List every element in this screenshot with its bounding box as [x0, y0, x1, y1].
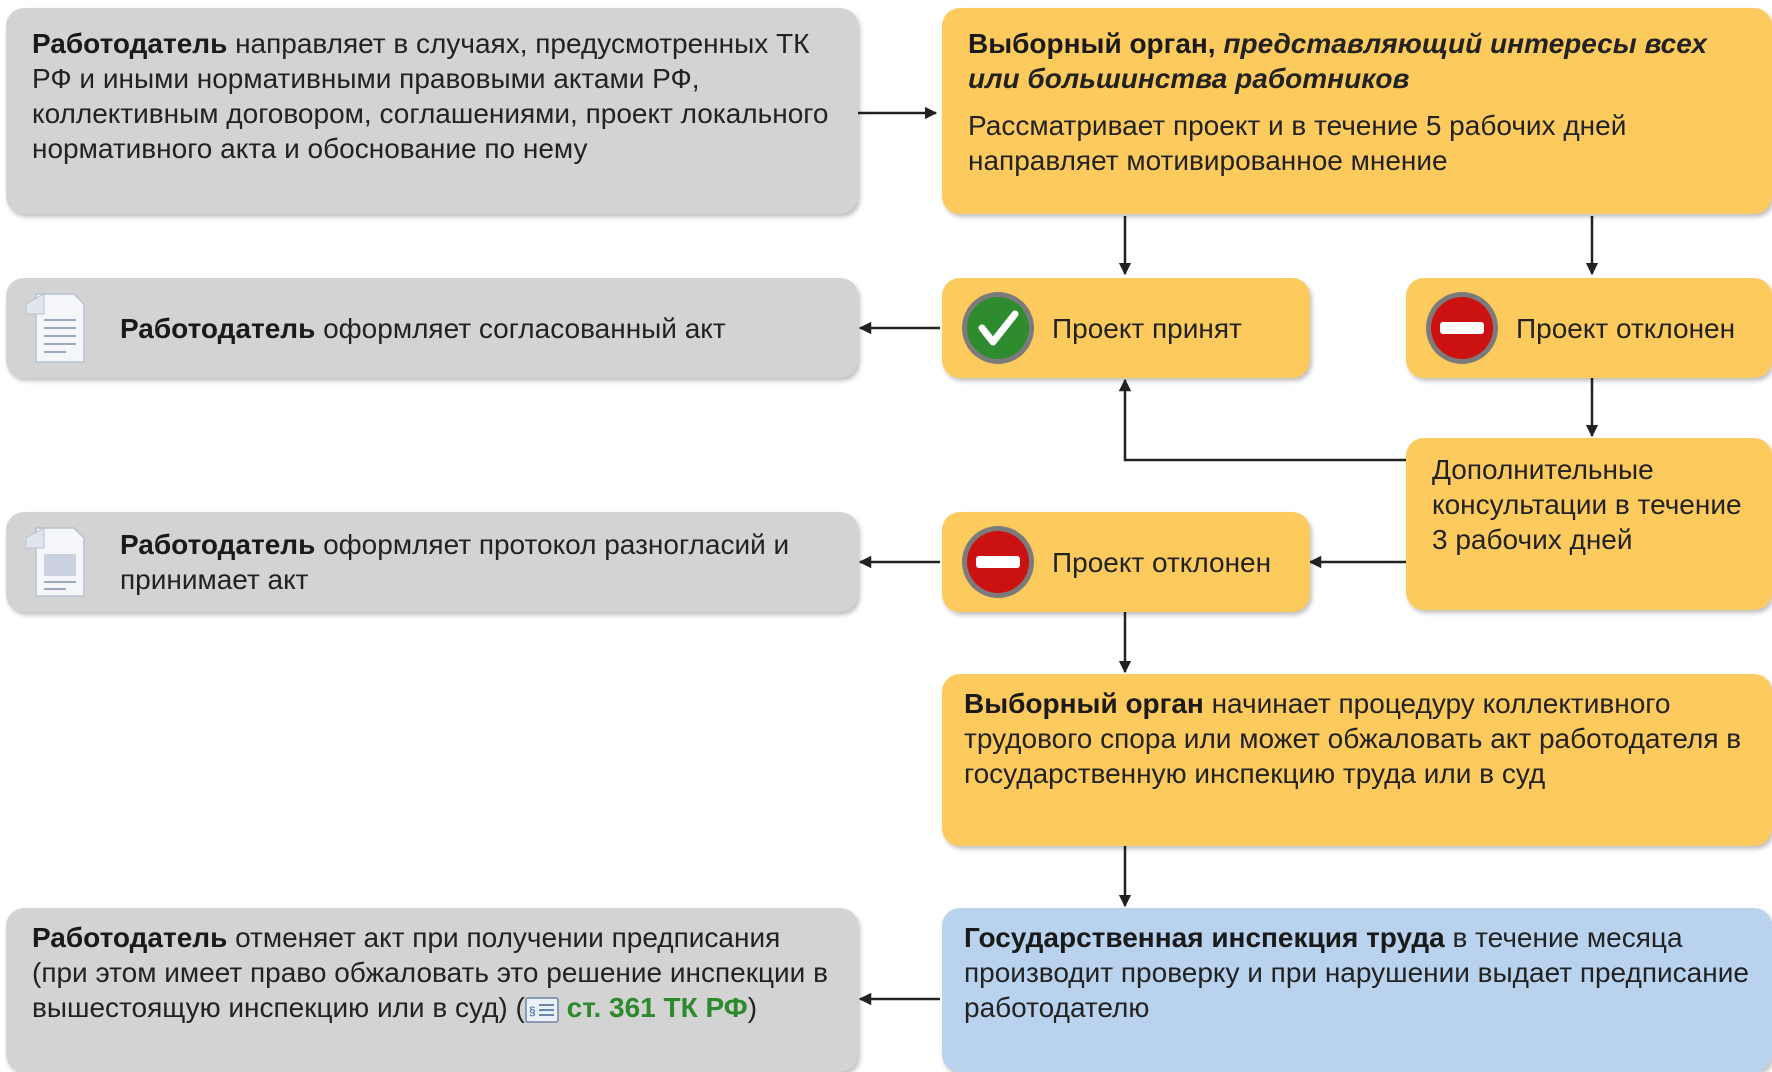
employer-approved-text: оформляет согласованный акт	[315, 312, 726, 344]
employer-sends-text: направляет в случаях, предусмотренных ТК…	[32, 28, 829, 164]
project-rejected-top-box: Проект отклонен	[1406, 278, 1772, 378]
employer-cancels-tail: )	[747, 992, 758, 1023]
additional-consult-box: Дополнительные консультации в течение 3 …	[1406, 438, 1772, 610]
project-rejected-top-label: Проект отклонен	[1516, 312, 1736, 344]
inspection-bold: Государственная инспекция труда	[964, 922, 1445, 953]
employer-protocol-box: Работодатель оформляет протокол разногла…	[6, 512, 858, 612]
inspection-text: в течение месяца производит проверку и п…	[964, 922, 1749, 1023]
article-361-link[interactable]: ст. 361 ТК РФ	[566, 992, 748, 1023]
elected-body-title: Выборный орган, представляющий интересы …	[968, 26, 1762, 96]
employer-cancels-text: отменяет акт при получении предписания (…	[32, 922, 828, 1023]
employer-approved-bold: Работодатель	[120, 312, 316, 344]
inspection-box: Государственная инспекция труда в течени…	[942, 908, 1772, 1072]
elected-body-bold: Выборный орган,	[968, 28, 1216, 59]
elected-body-italic: представляющий интересы всех или большин…	[968, 28, 1708, 94]
employer-cancels-bold: Работодатель	[32, 922, 228, 953]
project-accepted-box: Проект принят	[942, 278, 1310, 378]
reject-icon	[1426, 292, 1498, 364]
employer-protocol-text: оформляет протокол разногласий и принима…	[120, 529, 790, 595]
elected-dispute-box: Выборный орган начинает процедуру коллек…	[942, 674, 1772, 846]
employer-sends-bold: Работодатель	[32, 28, 228, 59]
employer-cancels-box: Работодатель отменяет акт при получении …	[6, 908, 858, 1072]
project-rejected-mid-box: Проект отклонен	[942, 512, 1310, 612]
project-accepted-label: Проект принят	[1052, 312, 1242, 344]
elected-dispute-bold: Выборный орган	[964, 688, 1204, 719]
svg-text:§: §	[529, 1004, 536, 1018]
additional-consult-text: Дополнительные консультации в течение 3 …	[1432, 454, 1742, 555]
employer-protocol-text-wrap: Работодатель оформляет протокол разногла…	[120, 527, 838, 597]
employer-sends-box: Работодатель направляет в случаях, преду…	[6, 8, 858, 214]
document-icon	[25, 527, 85, 597]
article-icon: §	[525, 996, 559, 1023]
employer-protocol-bold: Работодатель	[120, 529, 316, 560]
arrow-consult-to-accepted	[1118, 378, 1406, 462]
reject-icon	[962, 526, 1034, 598]
elected-dispute-text: начинает процедуру коллективного трудово…	[964, 688, 1742, 789]
elected-body-text: Рассматривает проект и в течение 5 рабоч…	[968, 110, 1627, 176]
elected-body-box: Выборный орган, представляющий интересы …	[942, 8, 1772, 214]
document-icon	[25, 293, 85, 363]
employer-approved-text-wrap: Работодатель оформляет согласованный акт	[120, 311, 726, 346]
project-rejected-mid-label: Проект отклонен	[1052, 546, 1272, 578]
checkmark-icon	[962, 292, 1034, 364]
employer-approved-box: Работодатель оформляет согласованный акт	[6, 278, 858, 378]
